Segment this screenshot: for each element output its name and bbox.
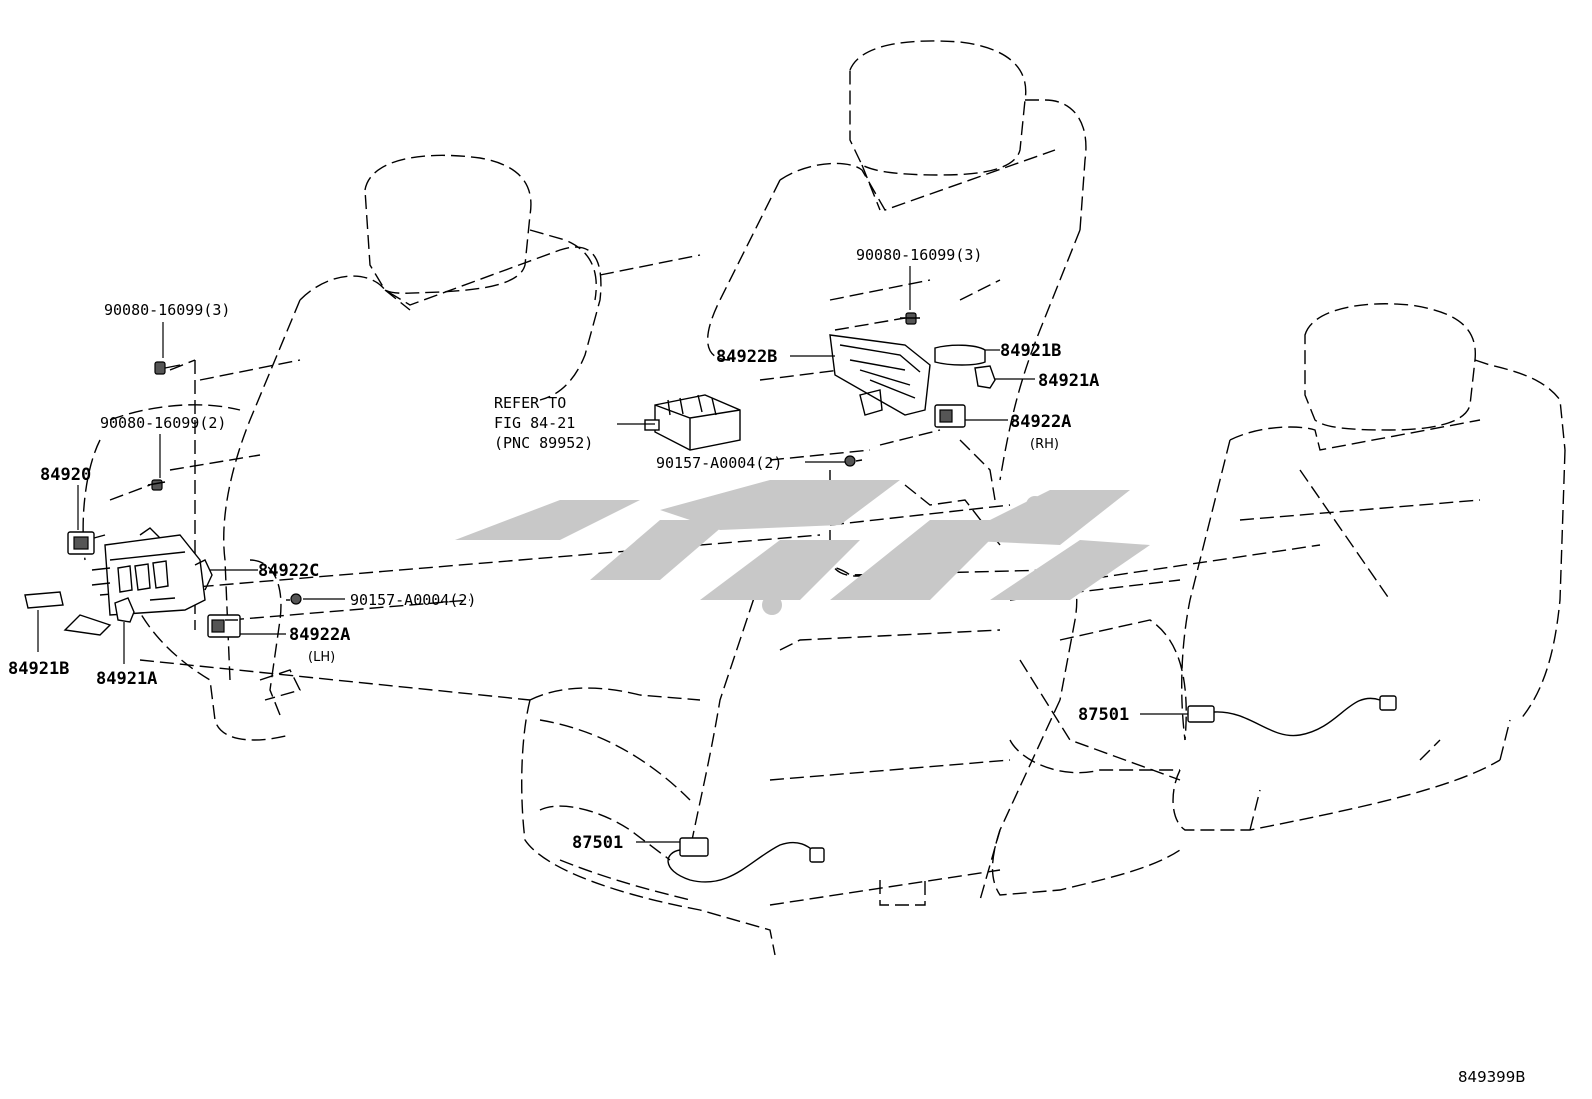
seat-harness-87501-left-icon <box>667 837 825 883</box>
right-seat-outline <box>991 303 1566 896</box>
seat-harness-87501-right-icon <box>1187 695 1397 737</box>
refer-note-line2: FIG 84-21 <box>494 414 575 432</box>
figure-id: 849399B <box>1458 1068 1526 1086</box>
switch-bracket-84922C-icon <box>91 527 213 616</box>
label-84922C: 84922C <box>258 561 319 581</box>
left-seat-outline <box>82 154 701 741</box>
label-84922A-lh: 84922A <box>289 625 350 645</box>
label-84921B-left: 84921B <box>8 659 69 679</box>
knob-84921A-icon <box>114 597 135 623</box>
knob-84921B-icon <box>24 591 64 609</box>
knob-84921A-icon <box>974 365 996 389</box>
label-87501-right: 87501 <box>1078 705 1129 725</box>
label-90080-16099-2: 90080-16099(2) <box>100 414 226 432</box>
label-lh: (LH) <box>308 650 335 665</box>
label-rh: (RH) <box>1030 437 1059 452</box>
leader-lines <box>37 266 1188 843</box>
label-90080-16099-3-left: 90080-16099(3) <box>104 301 230 319</box>
switch-bracket-84922B-icon <box>829 334 931 416</box>
connector-84920-icon <box>67 531 106 555</box>
label-84921A-left: 84921A <box>96 669 157 689</box>
label-84921B-right: 84921B <box>1000 341 1061 361</box>
label-87501-left: 87501 <box>572 833 623 853</box>
screw-icon <box>154 361 181 375</box>
screw-icon <box>900 312 920 325</box>
left-switch-assembly <box>24 361 302 638</box>
part-labels: 90080-16099(3) 90080-16099(2) 84920 8492… <box>8 246 1526 1086</box>
label-84922A-rh: 84922A <box>1010 412 1071 432</box>
label-90157-A0004-2-left: 90157-A0004(2) <box>350 591 476 609</box>
watermark-logo <box>455 480 1150 615</box>
screw-icon <box>147 479 166 491</box>
right-switch-assembly <box>644 312 996 467</box>
screw-icon <box>844 455 863 467</box>
switch-84922A-rh-icon <box>934 404 966 428</box>
refer-note-line1: REFER TO <box>494 394 566 412</box>
refer-note-line3: (PNC 89952) <box>494 434 593 452</box>
label-84920: 84920 <box>40 465 91 485</box>
switch-84922A-lh-icon <box>207 614 241 638</box>
control-module-icon <box>644 394 741 451</box>
label-84922B: 84922B <box>716 347 777 367</box>
center-seat-outline <box>521 40 1087 956</box>
label-84921A-right: 84921A <box>1038 371 1099 391</box>
label-90080-16099-3-right: 90080-16099(3) <box>856 246 982 264</box>
knob-84921B-icon <box>934 344 986 366</box>
label-90157-A0004-2-right: 90157-A0004(2) <box>656 454 782 472</box>
screw-icon <box>286 593 302 605</box>
